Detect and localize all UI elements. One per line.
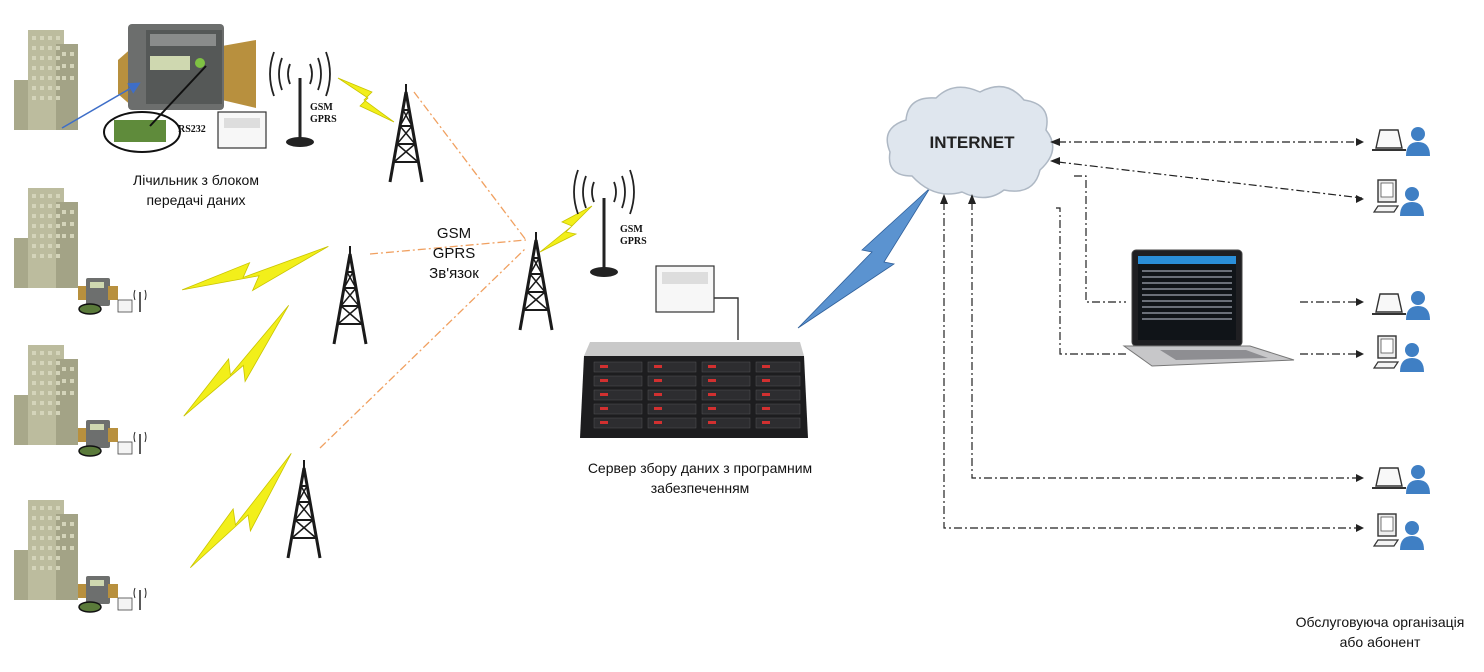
server-caption: Сервер збору даних з програмним забезпеч… bbox=[560, 458, 840, 498]
connection-arrow bbox=[149, 65, 207, 127]
client-caption: Обслуговуюча організація або абонент bbox=[1282, 612, 1478, 652]
laptop-dashboard bbox=[1122, 249, 1295, 367]
lightning-row-3 bbox=[166, 304, 311, 424]
client-caption-line2: або абонент bbox=[1339, 634, 1421, 650]
user-laptop-icon bbox=[1371, 290, 1431, 321]
connection-arrow bbox=[61, 82, 141, 129]
meter-small-3 bbox=[77, 419, 147, 457]
arrowheads bbox=[940, 138, 1364, 532]
server-caption-line2: забезпеченням bbox=[650, 480, 750, 496]
meter-caption-line1: Лічильник з блоком bbox=[133, 172, 259, 188]
heat-meter-main bbox=[118, 24, 256, 110]
lightning-central bbox=[539, 205, 593, 253]
meter-caption-line2: передачі даних bbox=[146, 192, 246, 208]
gprs-label-top: GPRS bbox=[310, 114, 337, 125]
tower-row-2 bbox=[332, 244, 368, 346]
gsm-links bbox=[319, 91, 527, 449]
link-caption-line1: GSM bbox=[436, 225, 472, 242]
gsm-modem-central bbox=[655, 265, 715, 313]
server-caption-line1: Сервер збору даних з програмним bbox=[587, 460, 813, 476]
server bbox=[580, 342, 808, 438]
building-3 bbox=[14, 345, 78, 445]
meter-small-4 bbox=[77, 575, 147, 613]
gsm-label-central: GSM bbox=[620, 224, 643, 235]
user-laptop-icon bbox=[1371, 464, 1431, 495]
meter-small-2 bbox=[77, 277, 147, 315]
internet-label: INTERNET bbox=[930, 133, 1016, 152]
building-1 bbox=[14, 30, 78, 130]
building-2 bbox=[14, 188, 78, 288]
internet-cloud bbox=[886, 85, 1054, 199]
link-caption: GSM GPRS Зв'язок bbox=[414, 224, 494, 284]
rs232-label: RS232 bbox=[178, 124, 206, 135]
tower-top bbox=[388, 82, 424, 184]
antenna-top bbox=[269, 51, 331, 147]
user-desktop-icon bbox=[1373, 179, 1425, 217]
tower-row-4 bbox=[286, 458, 322, 560]
lightning-row-2 bbox=[178, 245, 333, 299]
user-laptop-icon bbox=[1371, 126, 1431, 157]
gprs-label-central: GPRS bbox=[620, 236, 647, 247]
antenna-central bbox=[573, 169, 635, 277]
user-desktop-icon bbox=[1373, 335, 1425, 373]
client-caption-line1: Обслуговуюча організація bbox=[1295, 614, 1465, 630]
internet-links bbox=[943, 141, 1363, 529]
building-4 bbox=[14, 500, 78, 600]
data-module-board bbox=[103, 111, 181, 153]
lightning-row-4 bbox=[172, 452, 314, 575]
user-desktop-icon bbox=[1373, 513, 1425, 551]
modem-cable bbox=[714, 297, 739, 340]
gsm-label-top: GSM bbox=[310, 102, 333, 113]
gsm-modem-top bbox=[217, 111, 267, 149]
lightning-top bbox=[337, 77, 395, 123]
link-caption-line2: GPRS bbox=[432, 245, 476, 262]
link-caption-line3: Зв'язок bbox=[429, 265, 479, 282]
lightning-internet bbox=[797, 187, 931, 329]
meter-caption: Лічильник з блоком передачі даних bbox=[96, 170, 296, 210]
